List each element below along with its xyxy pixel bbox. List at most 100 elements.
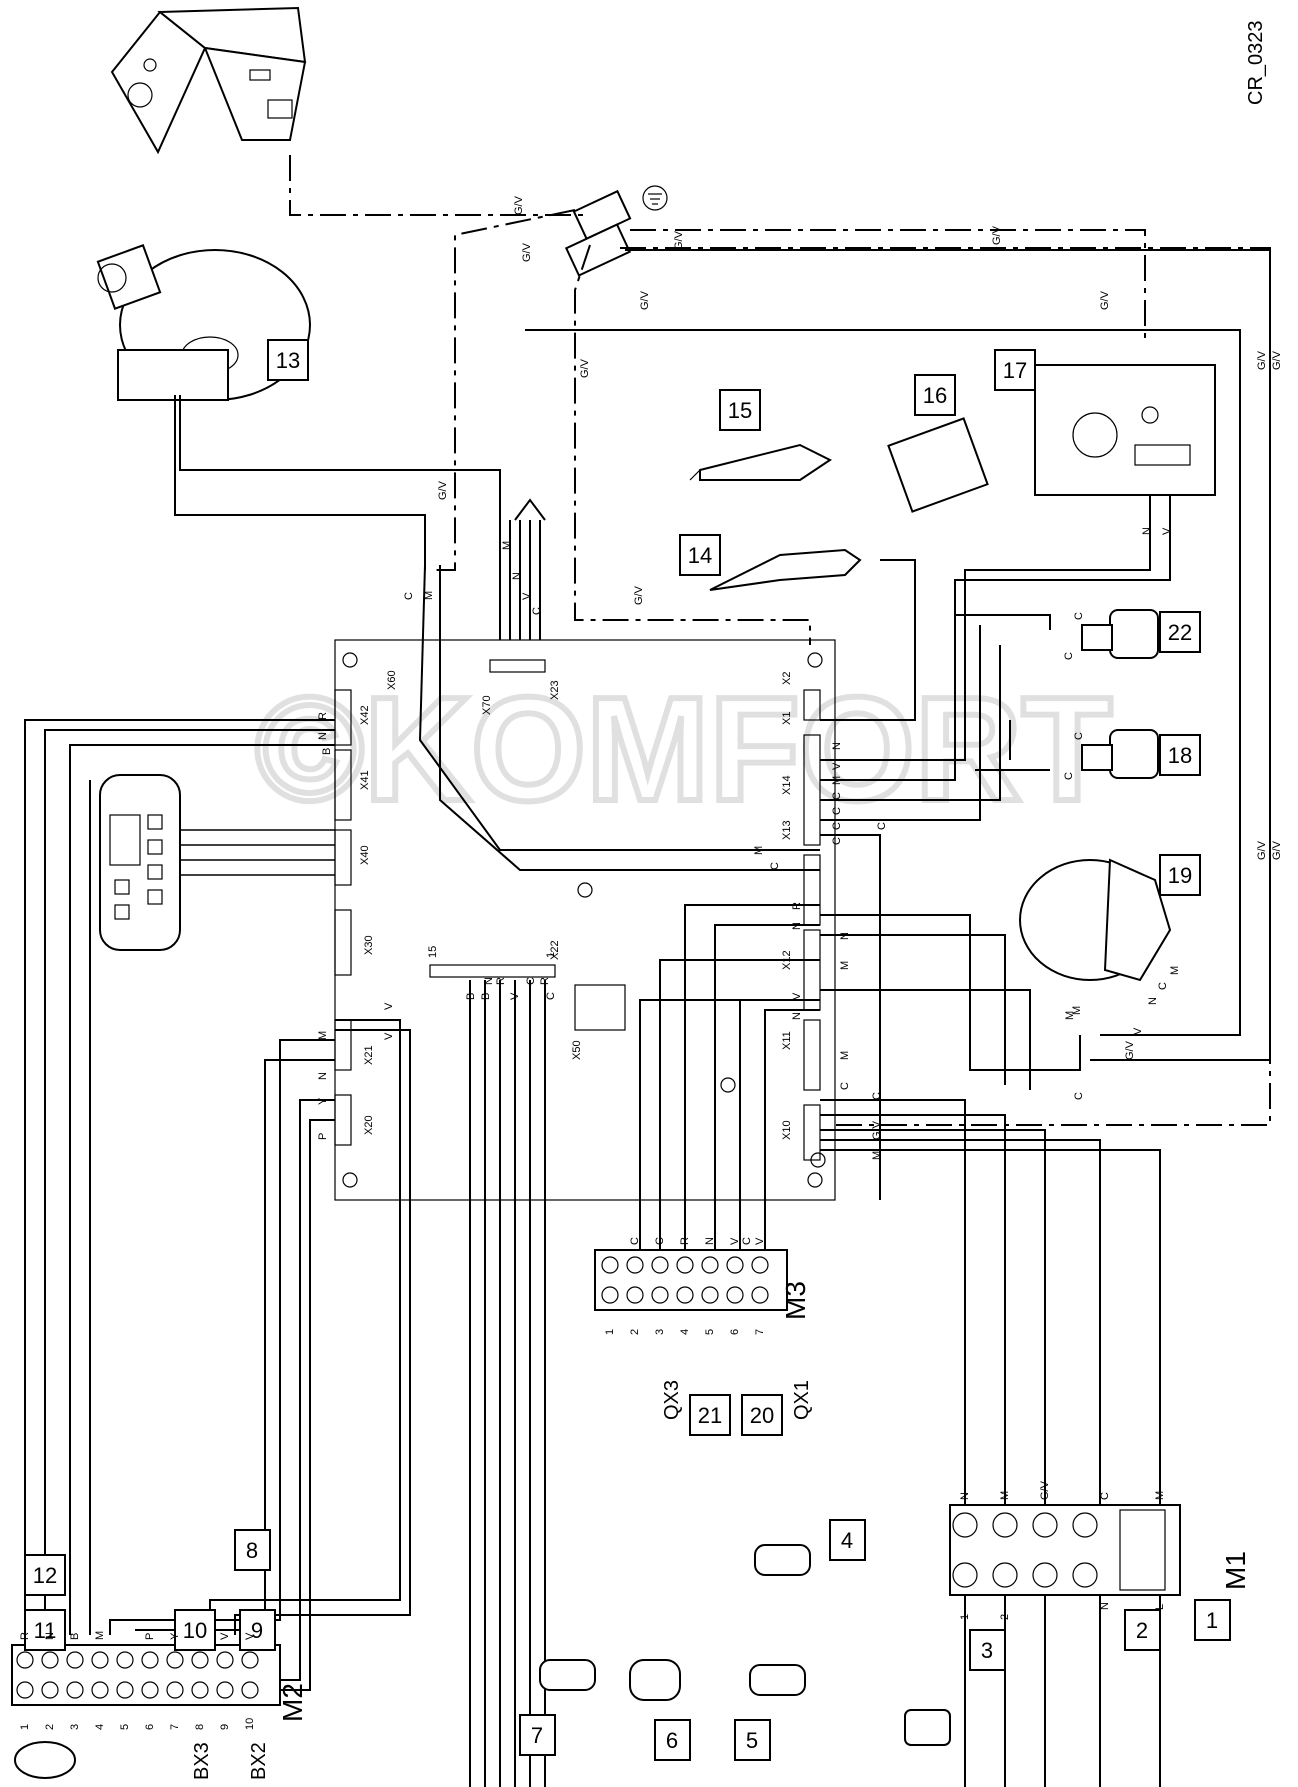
connector-x2: X2	[781, 672, 793, 685]
m3-wire-letters: C C R N V C V	[629, 1237, 766, 1245]
svg-text:13: 13	[276, 348, 300, 373]
svg-text:V: V	[219, 1632, 231, 1640]
label-qx3: QX3	[661, 1380, 683, 1420]
svg-text:15: 15	[427, 946, 439, 958]
svg-text:2: 2	[629, 1329, 641, 1335]
svg-text:R: R	[791, 902, 803, 910]
connector-x42: X42	[359, 705, 371, 725]
ignition-electrode-drawing	[689, 443, 832, 481]
svg-text:C: C	[831, 792, 843, 800]
m2-wiring	[24, 719, 411, 1691]
svg-text:G/V: G/V	[1124, 1040, 1136, 1060]
svg-text:C: C	[876, 822, 888, 830]
svg-text:12: 12	[33, 1563, 57, 1588]
svg-text:C: C	[741, 1237, 753, 1245]
svg-text:R: R	[19, 1632, 31, 1640]
wire-code-labels: G/V G/V G/V G/V G/V G/V G/V G/V G/V G/V …	[437, 195, 1283, 1060]
svg-text:R: R	[539, 977, 551, 985]
label-bx2: BX2	[248, 1742, 270, 1780]
svg-text:M: M	[999, 1491, 1011, 1500]
svg-text:M: M	[831, 776, 843, 785]
svg-text:19: 19	[1168, 863, 1192, 888]
svg-text:M: M	[1169, 966, 1181, 975]
strip-label-m1: M1	[1220, 1551, 1251, 1590]
connector-x22: X22	[549, 940, 561, 960]
connector-x30: X30	[363, 935, 375, 955]
svg-text:17: 17	[1003, 358, 1027, 383]
svg-text:4: 4	[841, 1528, 853, 1553]
svg-text:8: 8	[246, 1538, 258, 1563]
svg-text:1: 1	[604, 1329, 616, 1335]
svg-text:G/V: G/V	[579, 358, 591, 378]
strip-label-m3: M3	[780, 1281, 811, 1320]
svg-text:C: C	[1157, 982, 1169, 990]
svg-text:G/V: G/V	[633, 585, 645, 605]
svg-text:C: C	[1073, 612, 1085, 620]
svg-text:1: 1	[545, 952, 557, 958]
svg-text:V: V	[729, 1237, 741, 1245]
label-qx1: QX1	[791, 1380, 813, 1420]
svg-text:V: V	[791, 992, 803, 1000]
connector-x50: X50	[571, 1040, 583, 1060]
callout-boxes: 1 2 3 4 5 6 7 8 9 10 11 12 13 14 15 16 1…	[24, 339, 1231, 1761]
svg-text:M: M	[753, 846, 765, 855]
control-box-drawing	[110, 6, 307, 155]
svg-text:V: V	[1161, 527, 1173, 535]
svg-text:22: 22	[1168, 620, 1192, 645]
label-bx3: BX3	[191, 1742, 213, 1780]
svg-text:2: 2	[44, 1724, 56, 1730]
svg-text:V: V	[1132, 1027, 1144, 1035]
connector-x20: X20	[363, 1115, 375, 1135]
svg-text:N: N	[1141, 527, 1153, 535]
svg-text:N: N	[831, 742, 843, 750]
svg-text:G/V: G/V	[639, 290, 651, 310]
circulation-pump-drawing	[96, 244, 311, 401]
svg-text:3: 3	[654, 1329, 666, 1335]
svg-text:V: V	[754, 1237, 766, 1245]
svg-text:G/V: G/V	[521, 242, 533, 262]
svg-text:R: R	[317, 712, 329, 720]
svg-text:5: 5	[746, 1728, 758, 1753]
svg-text:C: C	[1099, 1492, 1111, 1500]
svg-text:N: N	[317, 732, 329, 740]
svg-text:V: V	[244, 1632, 256, 1640]
svg-text:C: C	[871, 1092, 883, 1100]
connector-labels: X60 X42 X70 X23 X2 X1 X41 X40 X14 X13 X3…	[359, 670, 793, 1140]
svg-text:C: C	[531, 607, 543, 615]
svg-text:V: V	[831, 762, 843, 770]
svg-text:N: N	[791, 1012, 803, 1020]
connector-x60: X60	[386, 670, 398, 690]
strip-label-m2: M2	[277, 1683, 308, 1722]
svg-text:6: 6	[144, 1724, 156, 1730]
svg-text:G/V: G/V	[1256, 840, 1268, 860]
connector-x1: X1	[781, 712, 793, 725]
svg-text:3: 3	[69, 1724, 81, 1730]
svg-text:1: 1	[19, 1724, 31, 1730]
connector-x10: X10	[781, 1120, 793, 1140]
svg-text:N: N	[959, 1492, 971, 1500]
callout-7: 7	[519, 1714, 556, 1756]
svg-text:N: N	[483, 977, 495, 985]
terminal-strip-m3	[594, 1249, 788, 1311]
connector-x70: X70	[481, 695, 493, 715]
callout-9: 9	[239, 1609, 276, 1651]
sensor-6-drawing	[629, 1659, 681, 1701]
svg-text:C: C	[545, 992, 557, 1000]
wires	[174, 249, 1271, 1787]
svg-text:11: 11	[34, 1618, 57, 1643]
svg-text:G/V: G/V	[673, 230, 685, 250]
svg-text:C: C	[1073, 1092, 1085, 1100]
callout-20: 20	[741, 1394, 783, 1436]
svg-text:C: C	[769, 862, 781, 870]
sensor-5-drawing	[749, 1664, 806, 1696]
svg-text:18: 18	[1168, 743, 1192, 768]
svg-text:C: C	[831, 837, 843, 845]
callout-11: 11	[24, 1609, 66, 1651]
sensor-7-drawing	[539, 1659, 596, 1691]
callout-22: 22	[1159, 611, 1201, 653]
drawing-code: CR_0323	[1245, 20, 1267, 105]
callout-14: 14	[679, 534, 721, 576]
svg-text:C: C	[831, 807, 843, 815]
svg-text:M: M	[1064, 1011, 1076, 1020]
